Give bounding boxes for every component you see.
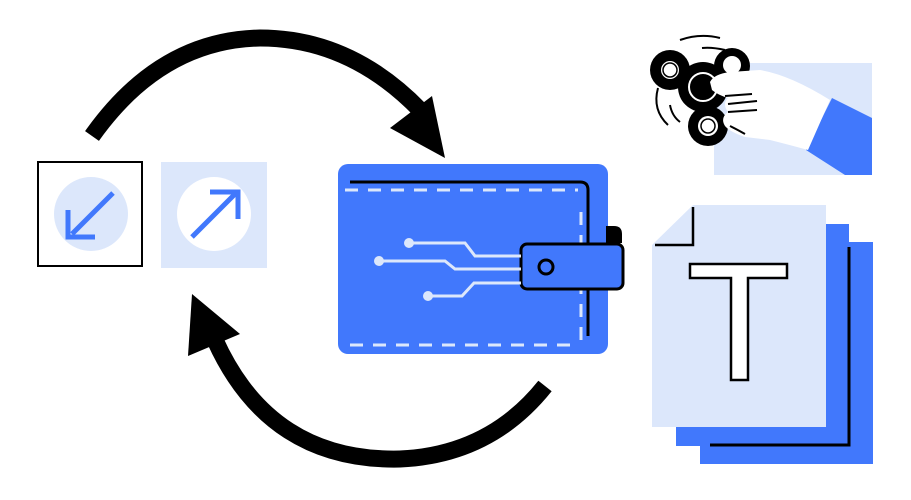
outgoing-arrow-card: [161, 162, 267, 268]
digital-wallet: [338, 164, 625, 354]
arrow-down-left-icon: [65, 191, 115, 240]
arrow-up-right-icon: [190, 189, 241, 239]
wallet-button: [537, 258, 555, 276]
cycle-arrow-bottom: [188, 294, 552, 468]
arrowhead-top: [390, 96, 445, 158]
arrowhead-bottom: [188, 294, 240, 356]
incoming-arrow-card: [37, 161, 143, 267]
text-document-stack: [652, 205, 873, 464]
text-t-icon: [688, 262, 789, 382]
circuit-icon: [379, 241, 521, 298]
fidget-spinner-hand: [650, 34, 872, 175]
sleeve: [806, 98, 872, 175]
cycle-arrow-top: [85, 29, 445, 158]
